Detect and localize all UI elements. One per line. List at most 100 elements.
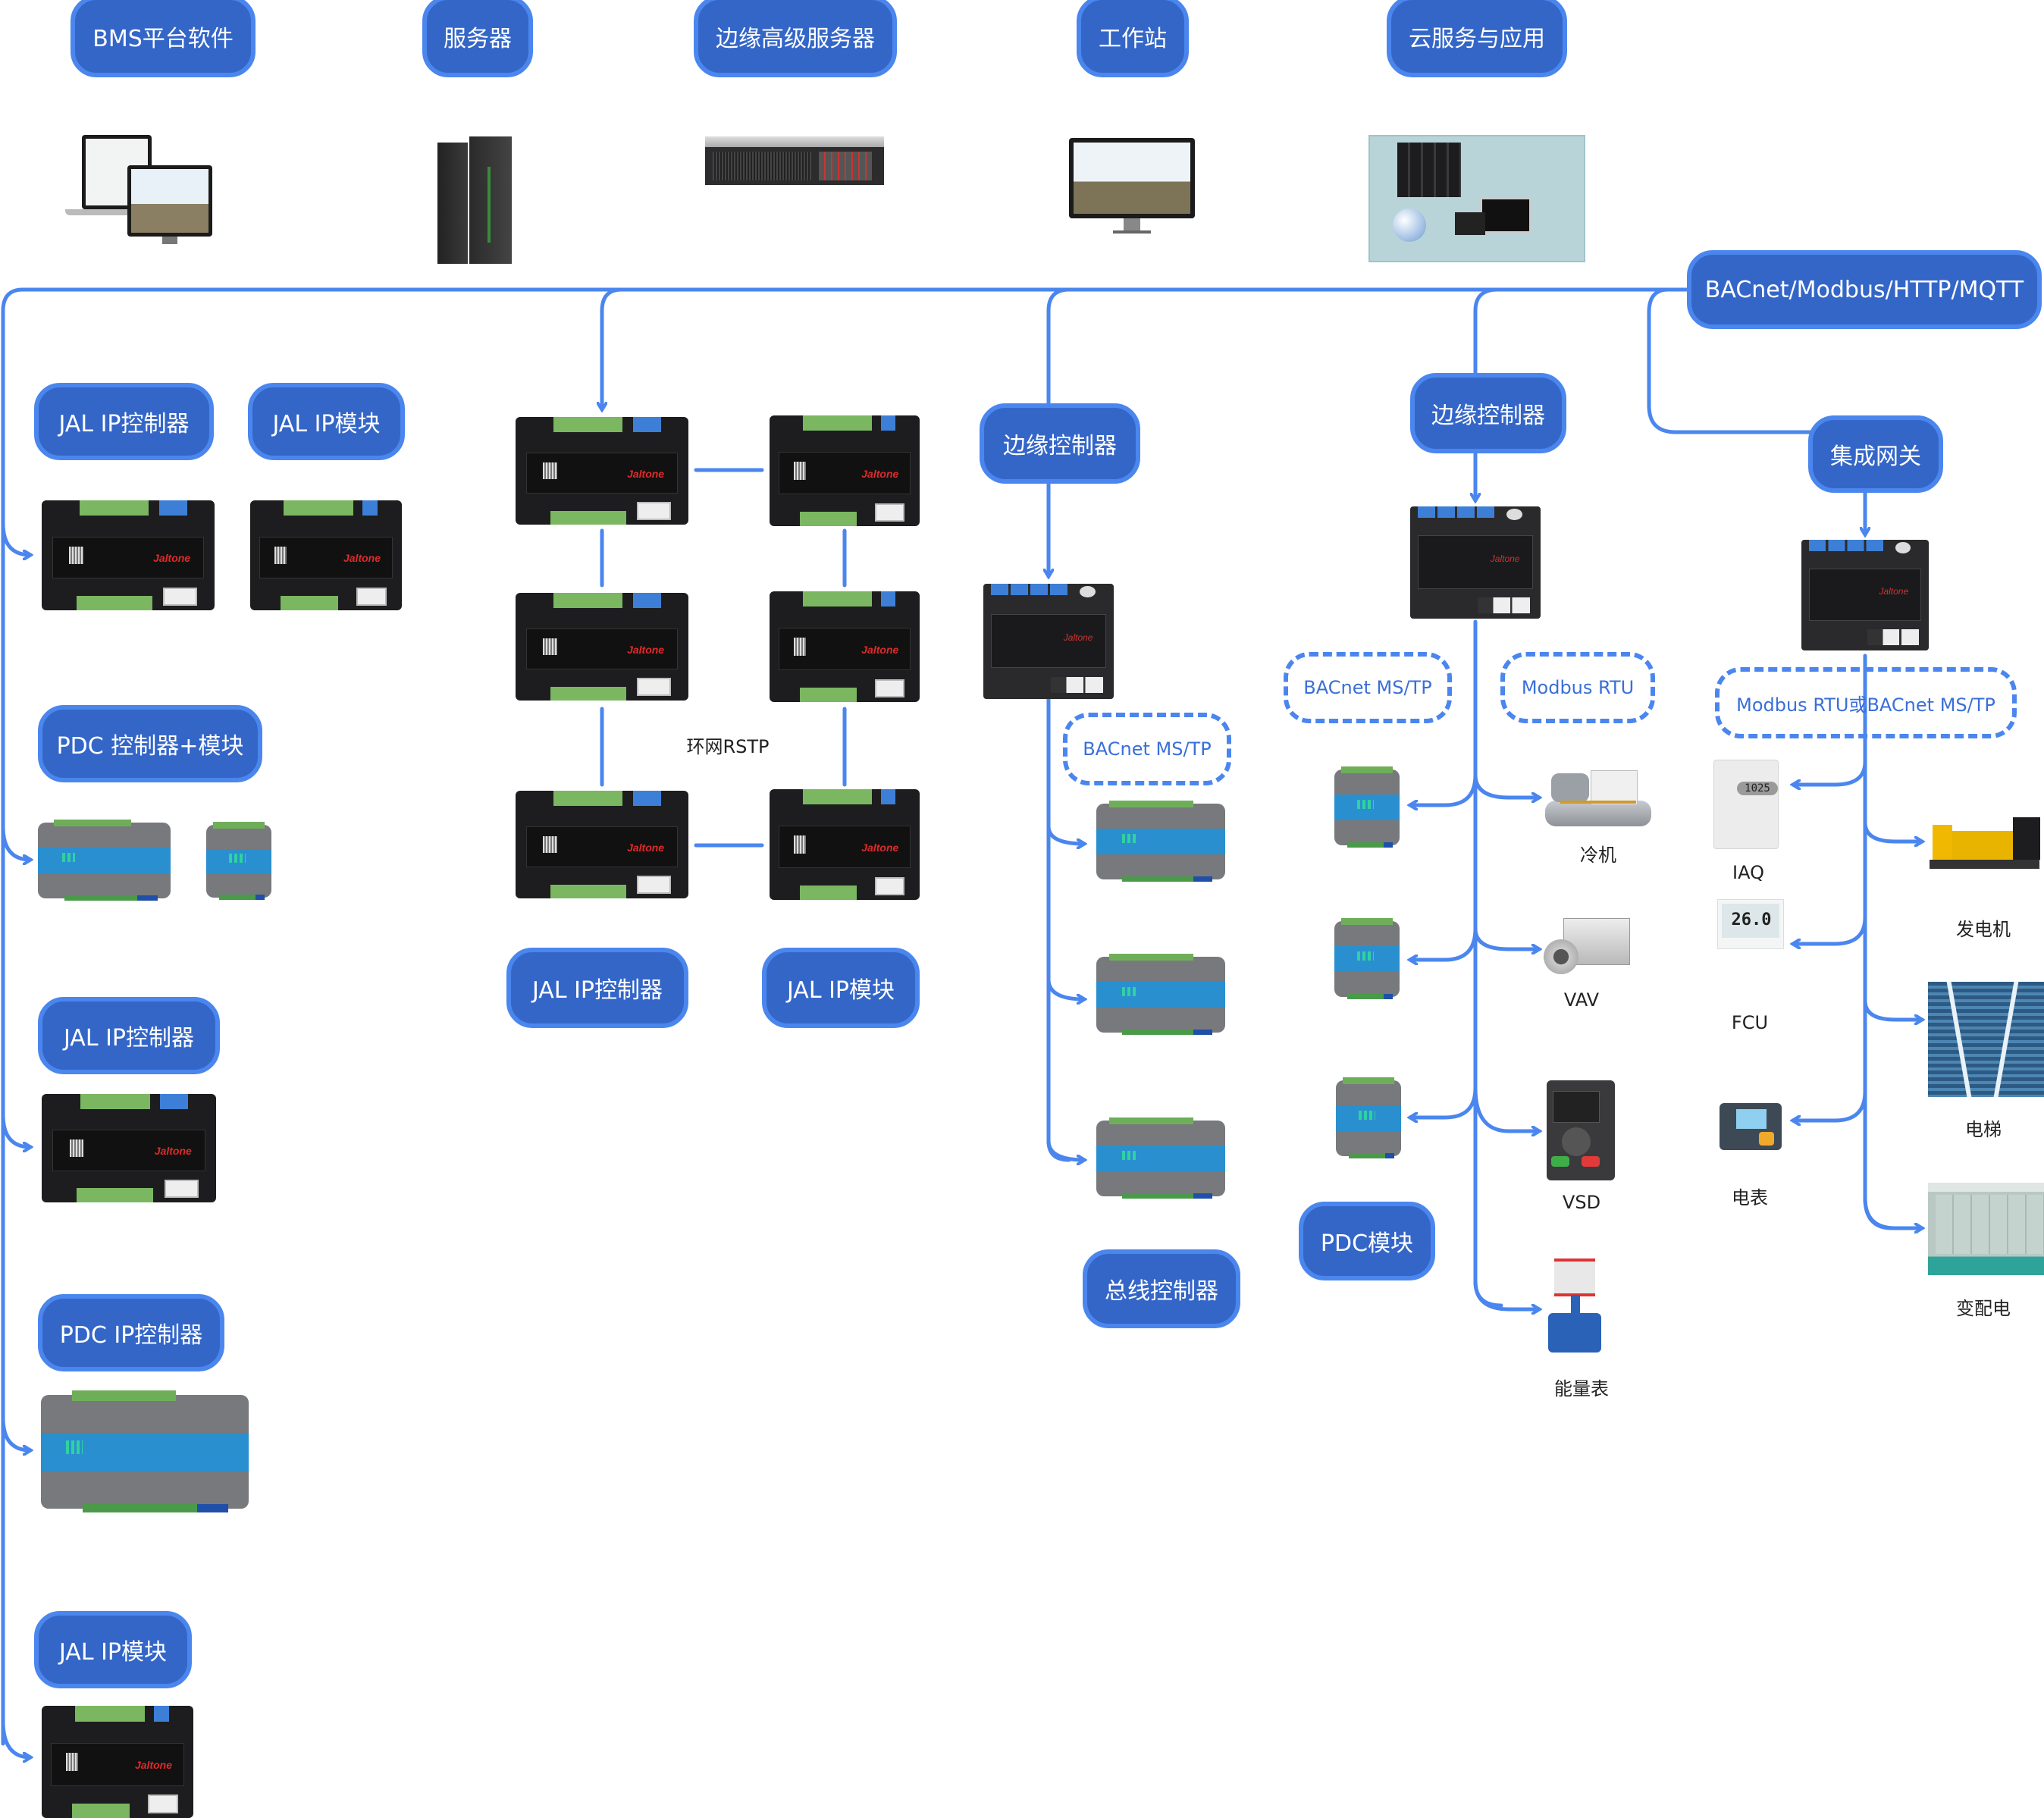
- ring-controller-2: Jaltone: [516, 593, 688, 701]
- left-label-jal-ip-module: JAL IP模块: [248, 383, 405, 460]
- ring-drop: [602, 287, 624, 409]
- cloud-services-image: [1368, 135, 1585, 262]
- pdc-ip-controller-device: [41, 1390, 249, 1512]
- gateway-protocol: Modbus RTU或BACnet MS/TP: [1715, 667, 2017, 738]
- gateway-device: Jaltone: [1801, 540, 1929, 650]
- power-meter-caption: 电表: [1732, 1187, 1768, 1208]
- escalator-caption: 电梯: [1965, 1119, 2002, 1140]
- gateway-left-1: [1793, 760, 1867, 785]
- energy-meter-caption: 能量表: [1554, 1378, 1609, 1400]
- gateway-branch: [1647, 287, 1814, 434]
- iaq-sensor-image: 1025: [1713, 760, 1779, 849]
- fcu-display: 26.0: [1731, 911, 1772, 929]
- gateway-right-2: [1863, 998, 1922, 1020]
- edge2-right-4: [1473, 1279, 1539, 1309]
- top-label-workstation: 工作站: [1077, 0, 1189, 77]
- vav-image: [1544, 914, 1630, 976]
- pdc-module-2: [1334, 918, 1400, 999]
- edge1-drop-top: [1046, 287, 1071, 407]
- top-label-server: 服务器: [422, 0, 533, 77]
- gateway-left-3: [1793, 1089, 1867, 1121]
- switchgear-caption: 变配电: [1956, 1298, 2011, 1319]
- gateway-left-2: [1793, 915, 1867, 944]
- edge2-left-1: [1410, 773, 1478, 805]
- chiller-image: [1545, 767, 1651, 829]
- gateway-label: 集成网关: [1808, 415, 1943, 493]
- edge-controller-1-label: 边缘控制器: [980, 403, 1140, 484]
- edge2-bus: [1473, 619, 1503, 1308]
- bus-pdc-controller-1: [1096, 801, 1225, 882]
- ring-module-label: JAL IP模块: [762, 948, 920, 1028]
- gateway-bus: [1863, 654, 1894, 1230]
- top-label-cloud: 云服务与应用: [1387, 0, 1567, 77]
- edge1-arrow-3: [1046, 1139, 1084, 1160]
- bus-pdc-controller-3: [1096, 1117, 1225, 1199]
- workstation-image: [1069, 138, 1198, 237]
- ring-rstp-label: 环网RSTP: [686, 736, 770, 757]
- left-arrow-2: [1, 824, 30, 860]
- vsd-image: [1547, 1080, 1615, 1180]
- edge1-arrow-2: [1046, 977, 1084, 999]
- edge-controller-1-protocol: BACnet MS/TP: [1063, 713, 1231, 785]
- pdc-module-label: PDC模块: [1299, 1202, 1435, 1280]
- ring-controller-3: Jaltone: [516, 791, 688, 898]
- edge2-left-2: [1410, 926, 1478, 960]
- ring-module-2: Jaltone: [770, 591, 920, 702]
- ring-controller-1: Jaltone: [516, 417, 688, 525]
- vav-caption: VAV: [1563, 989, 1600, 1011]
- left-label-jal-ip-controller-2: JAL IP控制器: [38, 997, 220, 1074]
- edge-controller-2-device: Jaltone: [1410, 506, 1541, 619]
- bus-controller-label: 总线控制器: [1083, 1249, 1240, 1328]
- gateway-right-1: [1863, 820, 1922, 842]
- left-arrow-5: [1, 1719, 30, 1757]
- top-label-bms-software: BMS平台软件: [71, 0, 256, 77]
- pdc-module-1: [1334, 766, 1400, 848]
- left-arrow-3: [1, 1112, 30, 1147]
- pdc-module-device: [206, 822, 271, 900]
- left-arrow-4: [1, 1415, 30, 1450]
- edge2-drop-top: [1473, 287, 1500, 377]
- pdc-module-3: [1336, 1077, 1401, 1158]
- edge1-arrow-1: [1046, 824, 1084, 844]
- bms-software-image: [65, 135, 247, 247]
- generator-caption: 发电机: [1956, 919, 2011, 940]
- top-label-edge-server: 边缘高级服务器: [694, 0, 897, 77]
- bus-pdc-controller-2: [1096, 954, 1225, 1035]
- bus-protocol-label: BACnet/Modbus/HTTP/MQTT: [1687, 250, 2042, 329]
- rack-server-image: [705, 136, 884, 185]
- edge2-right-3: [1473, 1086, 1539, 1131]
- generator-image: [1930, 817, 2044, 872]
- edge2-left-3: [1410, 1086, 1478, 1117]
- jal-ip-controller-device-2: Jaltone: [42, 1094, 216, 1202]
- fcu-thermostat-image: 26.0: [1717, 899, 1784, 949]
- iaq-display: 1025: [1737, 782, 1778, 795]
- ring-module-3: Jaltone: [770, 789, 920, 900]
- ring-module-1: Jaltone: [770, 415, 920, 526]
- edge-controller-2-protocol-right: Modbus RTU: [1500, 652, 1655, 723]
- jal-ip-module-device: Jaltone: [250, 500, 402, 610]
- edge-controller-1-device: Jaltone: [983, 584, 1114, 699]
- vsd-caption: VSD: [1562, 1192, 1601, 1213]
- left-arrow-1: [1, 521, 30, 555]
- left-label-jal-ip-controller: JAL IP控制器: [34, 383, 214, 460]
- left-label-pdc-controller-module: PDC 控制器+模块: [38, 705, 262, 782]
- left-label-jal-ip-module-2: JAL IP模块: [34, 1611, 192, 1688]
- edge2-right-2: [1473, 926, 1539, 949]
- tower-server-image: [436, 136, 519, 264]
- energy-meter-image: [1548, 1258, 1606, 1356]
- edge-controller-2-label: 边缘控制器: [1410, 373, 1566, 453]
- ring-controller-label: JAL IP控制器: [506, 948, 688, 1028]
- left-label-pdc-ip-controller: PDC IP控制器: [38, 1294, 224, 1371]
- pdc-controller-device: [38, 820, 171, 901]
- jal-ip-module-device-2: Jaltone: [42, 1706, 193, 1818]
- power-meter-image: [1720, 1103, 1782, 1150]
- edge-controller-2-protocol-left: BACnet MS/TP: [1284, 652, 1452, 723]
- chiller-caption: 冷机: [1580, 845, 1616, 866]
- iaq-caption: IAQ: [1732, 862, 1764, 883]
- edge2-right-1: [1473, 773, 1539, 798]
- fcu-caption: FCU: [1731, 1012, 1769, 1033]
- escalator-image: [1928, 982, 2044, 1097]
- main-bus-line: [1, 287, 1689, 1746]
- gateway-right-3: [1863, 1196, 1922, 1228]
